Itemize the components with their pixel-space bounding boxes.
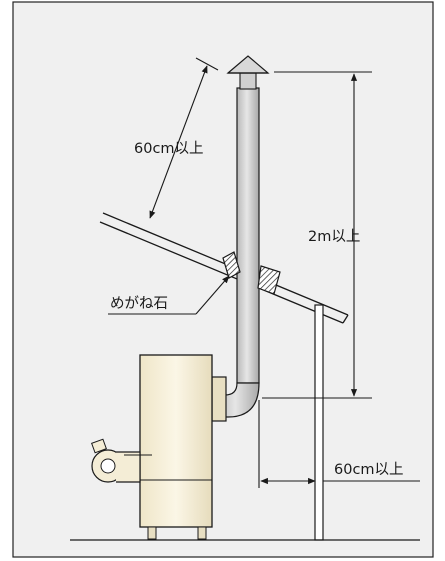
boiler-foot-right	[197, 526, 207, 540]
cap-neck	[239, 72, 257, 90]
roof-clearance-label: 60cm以上	[134, 140, 204, 157]
wall-clearance-label: 60cm以上	[334, 461, 404, 478]
thimble-stone-left	[222, 251, 241, 279]
flue-flange	[211, 376, 227, 422]
roof-dim-tick	[195, 57, 219, 71]
boiler-body	[139, 354, 213, 528]
roof-edge	[342, 314, 349, 324]
thimble-stone-right	[257, 265, 281, 295]
burner-duct	[116, 451, 141, 483]
burner-fan-hub	[100, 458, 116, 474]
thimble-leader-arrow	[195, 275, 230, 315]
wall-post	[314, 304, 324, 541]
thimble-label: めがね石	[110, 295, 168, 312]
height-above-roof-label: 2m以上	[308, 228, 360, 245]
burner-intake	[91, 438, 107, 454]
roof-line-bottom	[99, 221, 344, 324]
boiler-foot-left	[147, 526, 157, 540]
roof-clearance-dimension	[149, 65, 208, 219]
chimney-pipe	[236, 87, 260, 384]
